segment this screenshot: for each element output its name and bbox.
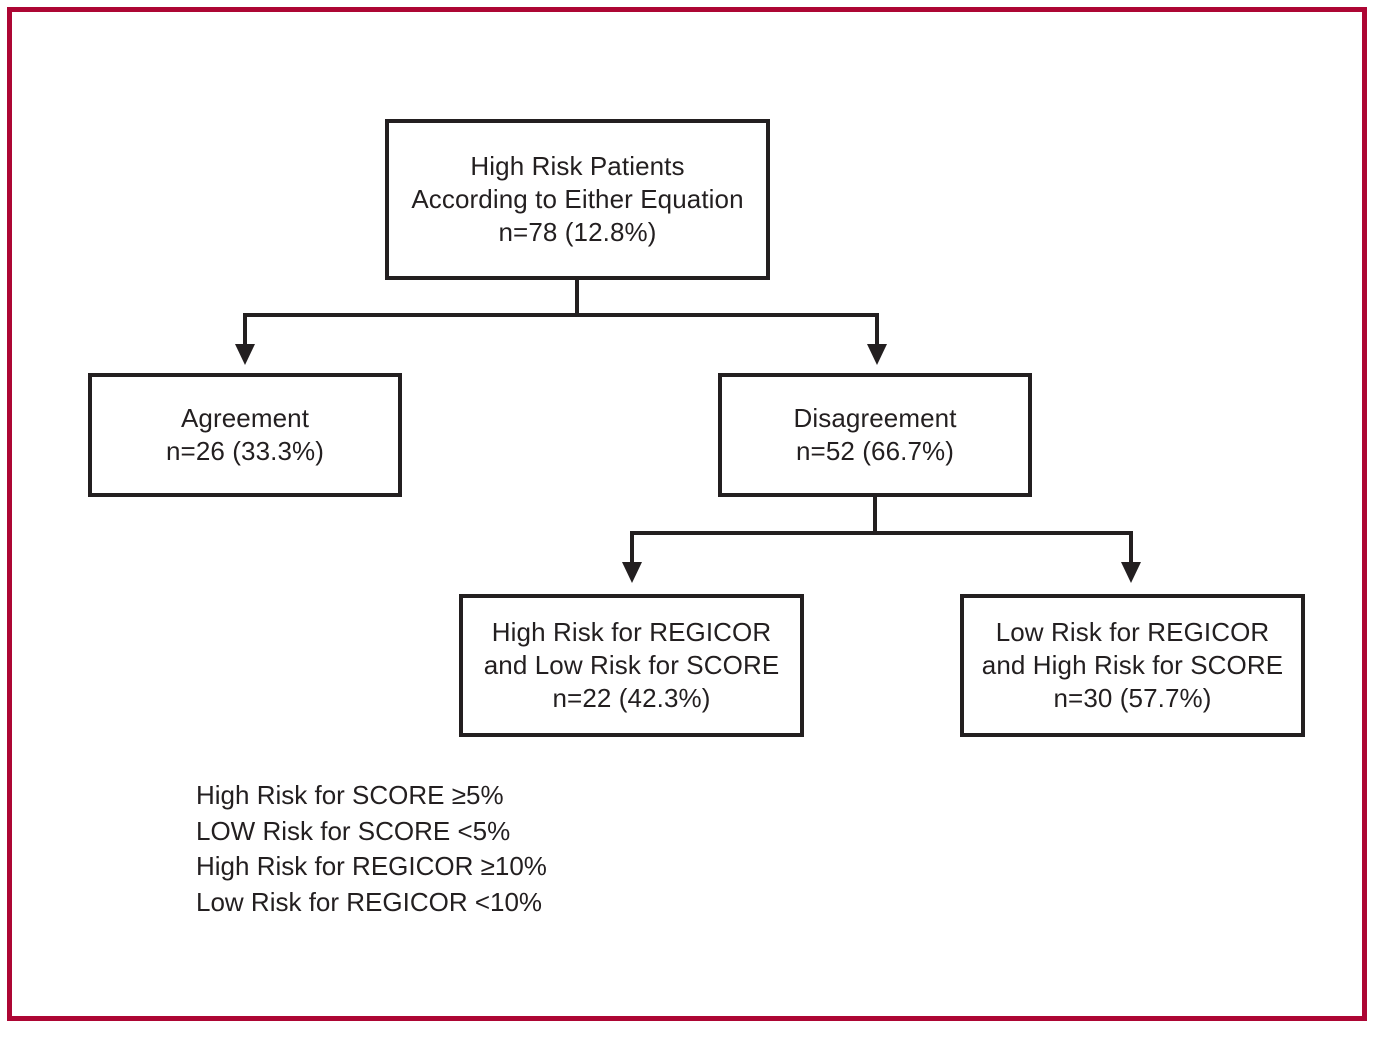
arrowhead-to-disagreement-icon	[867, 344, 887, 365]
legend-line-score-high: High Risk for SCORE ≥5%	[196, 780, 504, 810]
arrowhead-to-low-regicor-icon	[1121, 562, 1141, 583]
legend-line-regicor-low: Low Risk for REGICOR <10%	[196, 886, 543, 917]
node-low-regicor-high-score: Low Risk for REGICOR and High Risk for S…	[960, 594, 1305, 737]
node-high-regicor-low-score-label: High Risk for REGICOR and Low Risk for S…	[483, 616, 780, 714]
risk-threshold-legend: High Risk for SCORE ≥5% LOW Risk for SCO…	[196, 778, 547, 920]
node-low-regicor-high-score-label: Low Risk for REGICOR and High Risk for S…	[981, 616, 1284, 714]
arrowhead-to-high-regicor-icon	[622, 562, 642, 583]
legend-line-regicor-high: High Risk for REGICOR ≥10%	[196, 851, 547, 882]
node-disagreement: Disagreement n=52 (66.7%)	[718, 373, 1032, 497]
node-disagreement-label: Disagreement n=52 (66.7%)	[793, 402, 957, 466]
connector-root-bar	[243, 313, 879, 317]
arrowhead-to-agreement-icon	[235, 344, 255, 365]
connector-disagreement-stem	[873, 497, 877, 534]
connector-disagreement-bar	[630, 531, 1133, 535]
connector-disagreement-to-high-regicor	[630, 531, 634, 563]
legend-line-score-low: LOW Risk for SCORE <5%	[196, 815, 511, 846]
connector-root-to-agreement	[243, 313, 247, 345]
node-high-risk-patients-label: High Risk Patients According to Either E…	[411, 150, 744, 248]
node-agreement-label: Agreement n=26 (33.3%)	[165, 402, 325, 466]
connector-root-stem	[575, 280, 579, 317]
connector-root-to-disagreement	[875, 313, 879, 345]
node-high-regicor-low-score: High Risk for REGICOR and Low Risk for S…	[459, 594, 804, 737]
connector-disagreement-to-low-regicor	[1129, 531, 1133, 563]
node-agreement: Agreement n=26 (33.3%)	[88, 373, 402, 497]
node-high-risk-patients: High Risk Patients According to Either E…	[385, 119, 770, 280]
